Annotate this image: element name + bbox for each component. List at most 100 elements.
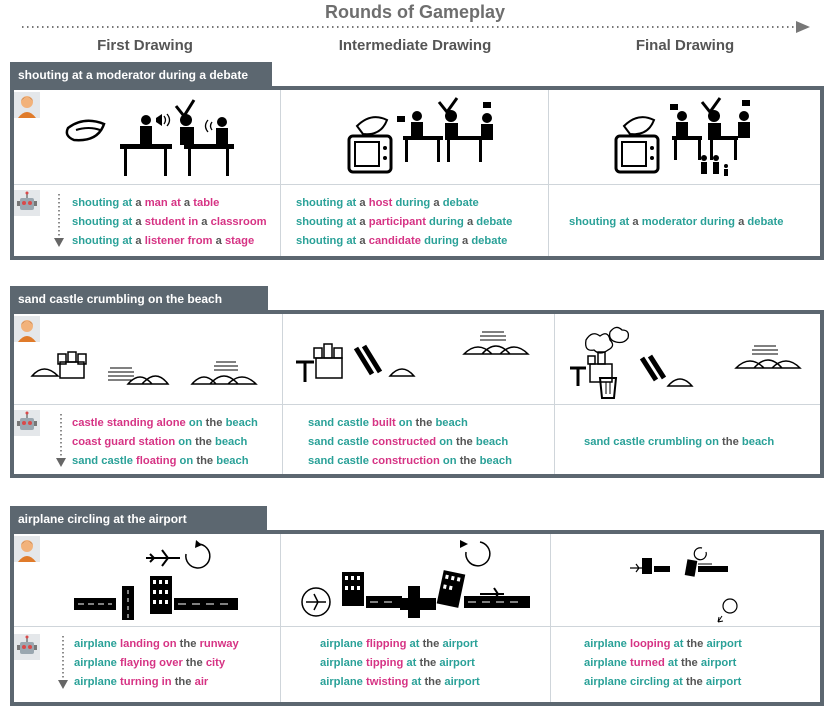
guess-segment: constructed — [368, 436, 437, 448]
human-avatar — [14, 92, 40, 118]
guess-segment: beach — [475, 436, 509, 448]
guess-line: airplane tipping at the airport — [320, 654, 480, 673]
guess-segment: floating — [132, 455, 177, 467]
guess-segment: beach — [479, 455, 512, 467]
guess-segment: host — [368, 197, 393, 209]
drawing-debate-first — [65, 99, 234, 176]
guess-segment: debate — [471, 235, 508, 247]
guess-line: sand castle constructed on the beach — [308, 433, 512, 452]
guess-segment: runway — [199, 638, 239, 650]
guess-segment: landing on — [116, 638, 177, 650]
guess-segment: a — [356, 197, 369, 209]
guess-segment: the — [416, 657, 440, 669]
guess-segment: coast guard station — [72, 436, 176, 448]
guess-segment: beach — [225, 417, 258, 429]
guess-segment: on — [436, 436, 453, 448]
guess-segment: a — [132, 197, 145, 209]
guess-line: sand castle built on the beach — [308, 414, 512, 433]
guess-segment: twisting — [362, 676, 409, 688]
guess-segment: table — [193, 197, 220, 209]
guess-line: shouting at a moderator during a debate — [569, 213, 783, 232]
drawing-debate-intermediate — [347, 97, 493, 174]
guess-segment: shouting at — [296, 216, 357, 228]
guess-segment: built — [368, 417, 396, 429]
guess-line: airplane looping at the airport — [584, 635, 742, 654]
page-title: Rounds of Gameplay — [324, 2, 506, 22]
drawing-sandcastle-final — [570, 326, 802, 399]
guess-segment: on — [395, 417, 413, 429]
guess-segment: a — [629, 216, 642, 228]
guess-segment: a — [430, 197, 443, 209]
guess-segment: the — [683, 638, 707, 650]
guess-segment: the — [412, 417, 436, 429]
guess-line: airplane circling at the airport — [584, 673, 742, 692]
guess-segment: a — [356, 235, 369, 247]
guess-segment: during — [420, 235, 459, 247]
guess-segment: the — [677, 657, 701, 669]
guess-segment: tipping — [362, 657, 404, 669]
guess-line: shouting at a candidate during a debate — [296, 232, 512, 251]
guess-line: sand castle crumbling on the beach — [584, 433, 774, 452]
guess-segment: sand castle — [308, 455, 369, 467]
guess-segment: airport — [439, 657, 475, 669]
guess-segment: during — [392, 197, 431, 209]
drawing-airplane-final — [630, 547, 738, 623]
guess-line: airplane twisting at the airport — [320, 673, 480, 692]
guess-line: airplane flaying over the city — [74, 654, 239, 673]
guess-segment: airplane — [584, 657, 627, 669]
column-header-final: Final Drawing — [635, 37, 735, 54]
guess-segment: airport — [700, 657, 737, 669]
guess-segment: debate — [747, 216, 784, 228]
guess-segment: city — [205, 657, 226, 669]
guess-segment: the — [452, 436, 476, 448]
guess-segment: on — [175, 436, 192, 448]
guess-segment: the — [193, 455, 217, 467]
guess-segment: turning in — [116, 676, 172, 688]
guess-segment: looping — [626, 638, 671, 650]
guess-order-arrow — [56, 414, 66, 467]
guess-segment: airplane circling — [584, 676, 670, 688]
guess-segment: debate — [442, 197, 479, 209]
guess-line: castle standing alone on the beach — [72, 414, 258, 433]
guess-segment: airplane — [74, 657, 117, 669]
guess-line: airplane landing on the runway — [74, 635, 239, 654]
guess-segment: at — [669, 676, 683, 688]
guess-segment: airport — [442, 638, 478, 650]
guess-segment: sand castle crumbling on — [584, 436, 719, 448]
guess-segment: beach — [741, 436, 775, 448]
robot-avatar — [14, 190, 40, 216]
guess-segment: the — [421, 676, 445, 688]
guess-order-arrow — [54, 194, 64, 247]
guess-segment: the — [191, 436, 215, 448]
guess-segment: the — [682, 676, 706, 688]
guess-segment: the — [176, 638, 200, 650]
guess-segment: at — [403, 657, 417, 669]
guess-line: shouting at a participant during a debat… — [296, 213, 512, 232]
guess-segment: a — [132, 235, 145, 247]
guess-segment: the — [202, 417, 226, 429]
guess-segment: beach — [216, 455, 249, 467]
guess-segment: beach — [214, 436, 248, 448]
guess-line: shouting at a student in a classroom — [72, 213, 267, 232]
guess-line: sand castle construction on the beach — [308, 452, 512, 471]
guess-segment: during — [425, 216, 464, 228]
guess-segment: sand castle — [72, 455, 133, 467]
guess-segment: a — [198, 216, 211, 228]
guess-line: coast guard station on the beach — [72, 433, 258, 452]
guess-segment: sand castle — [308, 417, 369, 429]
guess-segment: a — [212, 235, 225, 247]
guess-line: sand castle floating on the beach — [72, 452, 258, 471]
guess-segment: shouting at — [296, 235, 357, 247]
drawing-airplane-intermediate — [301, 540, 530, 618]
guess-segment: student in — [144, 216, 199, 228]
guess-segment: air — [194, 676, 209, 688]
drawing-airplane-first — [74, 540, 238, 620]
guess-segment: the — [182, 657, 206, 669]
panel-title-debate: shouting at a moderator during a debate — [10, 62, 272, 88]
guess-segment: on — [185, 417, 203, 429]
